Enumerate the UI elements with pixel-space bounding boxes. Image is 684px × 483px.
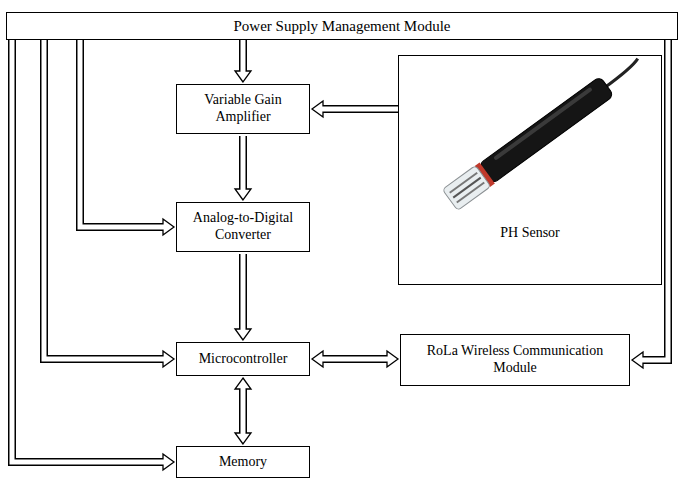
node-label: Microcontroller (199, 351, 288, 368)
node-label: Variable Gain Amplifier (183, 92, 303, 126)
power-module-bar: Power Supply Management Module (6, 12, 678, 40)
node-label: Memory (219, 454, 267, 471)
probe-highlight (493, 87, 592, 161)
hollow-arrow (44, 40, 174, 367)
arrow-shaft-fill (12, 40, 165, 462)
node-label: PH Sensor (500, 225, 560, 242)
probe-body (479, 76, 614, 184)
hollow-arrow (312, 101, 398, 117)
hollow-arrow (235, 136, 251, 200)
arrow-shaft-fill (641, 40, 668, 360)
arrow-shaft-outline (643, 40, 668, 360)
process-box: Microcontroller (176, 342, 310, 376)
arrow-shaft-fill (241, 136, 246, 191)
hollow-arrow (632, 40, 668, 368)
arrow-shaft-fill (241, 387, 246, 435)
node-label: RoLa Wireless Communication Module (407, 343, 623, 377)
probe-prong (457, 183, 485, 203)
node-label: Analog-to-Digital Converter (183, 210, 303, 244)
arrow-shaft-outline (12, 40, 163, 462)
hollow-arrow (235, 378, 251, 444)
process-box: Variable Gain Amplifier (176, 84, 310, 134)
arrow-shaft-fill (321, 107, 398, 112)
arrow-shaft-fill (241, 254, 246, 331)
hollow-arrow (235, 40, 251, 82)
sensor-panel: PH Sensor (398, 55, 662, 285)
probe-tip (442, 165, 490, 210)
arrow-shaft-outline (80, 40, 163, 227)
arrow-shaft-outline (44, 40, 163, 359)
hollow-arrow (312, 351, 398, 367)
process-box: RoLa Wireless Communication Module (400, 334, 630, 386)
node-label: Power Supply Management Module (233, 17, 450, 35)
process-box: Memory (176, 446, 310, 478)
hollow-arrow (235, 254, 251, 340)
ph-probe (442, 51, 647, 210)
arrow-shaft-fill (80, 40, 165, 227)
arrow-shaft-fill (241, 40, 246, 73)
process-box: Analog-to-Digital Converter (176, 202, 310, 252)
arrow-shaft-fill (321, 357, 389, 362)
hollow-arrow (12, 40, 174, 470)
arrow-shaft-fill (44, 40, 165, 359)
probe-cable (601, 59, 640, 89)
hollow-arrow (80, 40, 174, 235)
